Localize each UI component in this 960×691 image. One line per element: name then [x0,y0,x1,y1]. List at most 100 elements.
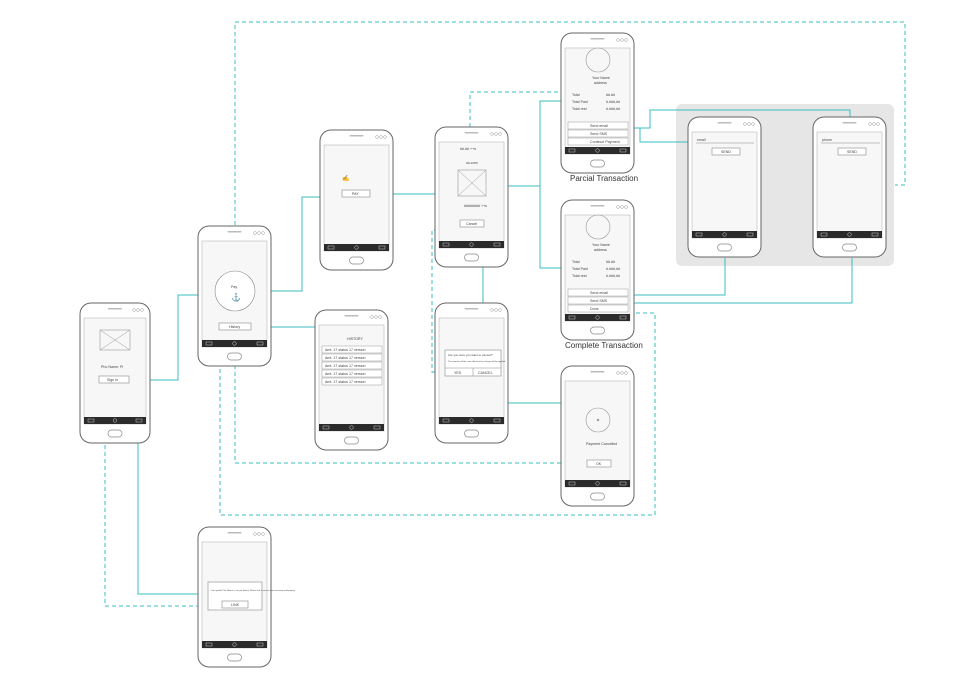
recent-icon[interactable] [493,418,501,423]
home-icon[interactable] [722,232,727,237]
cancelled-ok-button[interactable] [586,459,612,468]
back-icon[interactable] [568,481,576,486]
home-icon[interactable] [595,148,600,153]
transaction-action-label: Send email [590,124,608,128]
cancelled-icon [585,407,611,433]
history-row[interactable]: Amt. 17 status 17 version [321,353,383,362]
transaction-action[interactable]: Send email [567,121,629,130]
link-pay-amount [252,196,322,292]
nav-bar [84,417,146,424]
phone-cancelled [560,365,635,507]
home-button[interactable] [590,492,605,501]
summary-value: ##.## [606,260,615,264]
home-button[interactable] [590,326,605,335]
pay-button[interactable] [341,189,371,198]
home-button[interactable] [464,429,479,438]
home-icon[interactable] [354,245,359,250]
home-button[interactable] [464,253,479,262]
recent-icon[interactable] [493,242,501,247]
logo-placeholder [99,329,131,351]
phone-screen [564,380,631,488]
speaker-icon [344,315,359,317]
sign-in-button[interactable] [98,375,130,384]
recent-icon[interactable] [373,425,381,430]
speaker-icon [590,205,605,207]
back-icon[interactable] [322,425,330,430]
home-button[interactable] [590,159,605,168]
link-qr-parcial [486,100,563,187]
screen-main: Pay ⚓ History [214,270,256,331]
back-icon[interactable] [205,642,213,647]
home-button[interactable] [349,256,364,265]
transaction-action[interactable]: Continue Payment [567,137,629,146]
back-icon[interactable] [327,245,335,250]
confirm-no[interactable]: CANCEL [478,371,493,375]
pay-dial[interactable] [214,270,256,312]
history-row[interactable]: Amt. 17 status 17 version [321,377,383,386]
recent-icon[interactable] [619,315,627,320]
home-button[interactable] [227,653,242,662]
history-row[interactable]: Amt. 17 status 17 version [321,369,383,378]
back-icon[interactable] [568,148,576,153]
confirm-yes[interactable]: YES [454,371,462,375]
recent-icon[interactable] [256,642,264,647]
home-button[interactable] [842,243,857,252]
recent-icon[interactable] [871,232,879,237]
history-button[interactable] [218,322,252,331]
transaction-action[interactable]: Done [567,304,629,313]
confirm-body: The transfer will be cancelled and no ch… [448,360,506,363]
recent-icon[interactable] [619,481,627,486]
back-icon[interactable] [87,418,95,423]
transaction-action-label: Done [590,307,599,311]
home-button[interactable] [717,243,732,252]
nav-bar [319,424,384,431]
back-icon[interactable] [442,242,450,247]
complete-header: Your Name [592,243,610,247]
nav-bar [565,314,630,321]
home-button[interactable] [344,436,359,445]
home-button[interactable] [107,429,123,438]
transaction-action[interactable]: Send email [567,288,629,297]
back-icon[interactable] [695,232,703,237]
recent-icon[interactable] [746,232,754,237]
summary-label: Total Paid [572,100,588,104]
home-icon[interactable] [349,425,354,430]
home-button[interactable] [227,352,242,361]
home-icon[interactable] [232,341,237,346]
complete-avatar [585,214,611,240]
history-row-label: Amt. 17 status 17 version [325,372,366,376]
back-link-main-bottom [234,365,590,464]
transaction-action-label: Send SMS [590,132,608,136]
home-icon[interactable] [595,315,600,320]
back-icon[interactable] [568,315,576,320]
register-link-button[interactable] [221,600,249,609]
transaction-action[interactable]: Send SMS [567,296,629,305]
home-icon[interactable] [469,418,474,423]
home-icon[interactable] [469,242,474,247]
home-icon[interactable] [595,481,600,486]
sms-send-button[interactable] [837,147,867,156]
home-icon[interactable] [112,418,118,423]
history-row[interactable]: Amt. 17 status 17 version [321,345,383,354]
recent-icon[interactable] [619,148,627,153]
recent-icon[interactable] [378,245,386,250]
history-row[interactable]: Amt. 17 status 17 version [321,361,383,370]
register-message: Your profile Pho Name is not yet linked.… [211,589,296,592]
back-icon[interactable] [820,232,828,237]
email-send-button[interactable] [711,147,741,156]
email-field[interactable]: email [697,138,706,142]
home-icon[interactable] [847,232,852,237]
phone-login [79,302,151,444]
home-icon[interactable] [232,642,237,647]
back-icon[interactable] [205,341,213,346]
recent-icon[interactable] [135,418,143,423]
recent-icon[interactable] [256,341,264,346]
sms-field[interactable]: phone [822,138,832,142]
qr-cancel-button[interactable] [459,219,485,228]
back-icon[interactable] [442,418,450,423]
transaction-action-label: Send email [590,291,608,295]
screen-confirm: Are you sure you want to cancel? The tra… [444,349,506,377]
transaction-action[interactable]: Send SMS [567,129,629,138]
email-send-label: SEND [721,150,731,154]
